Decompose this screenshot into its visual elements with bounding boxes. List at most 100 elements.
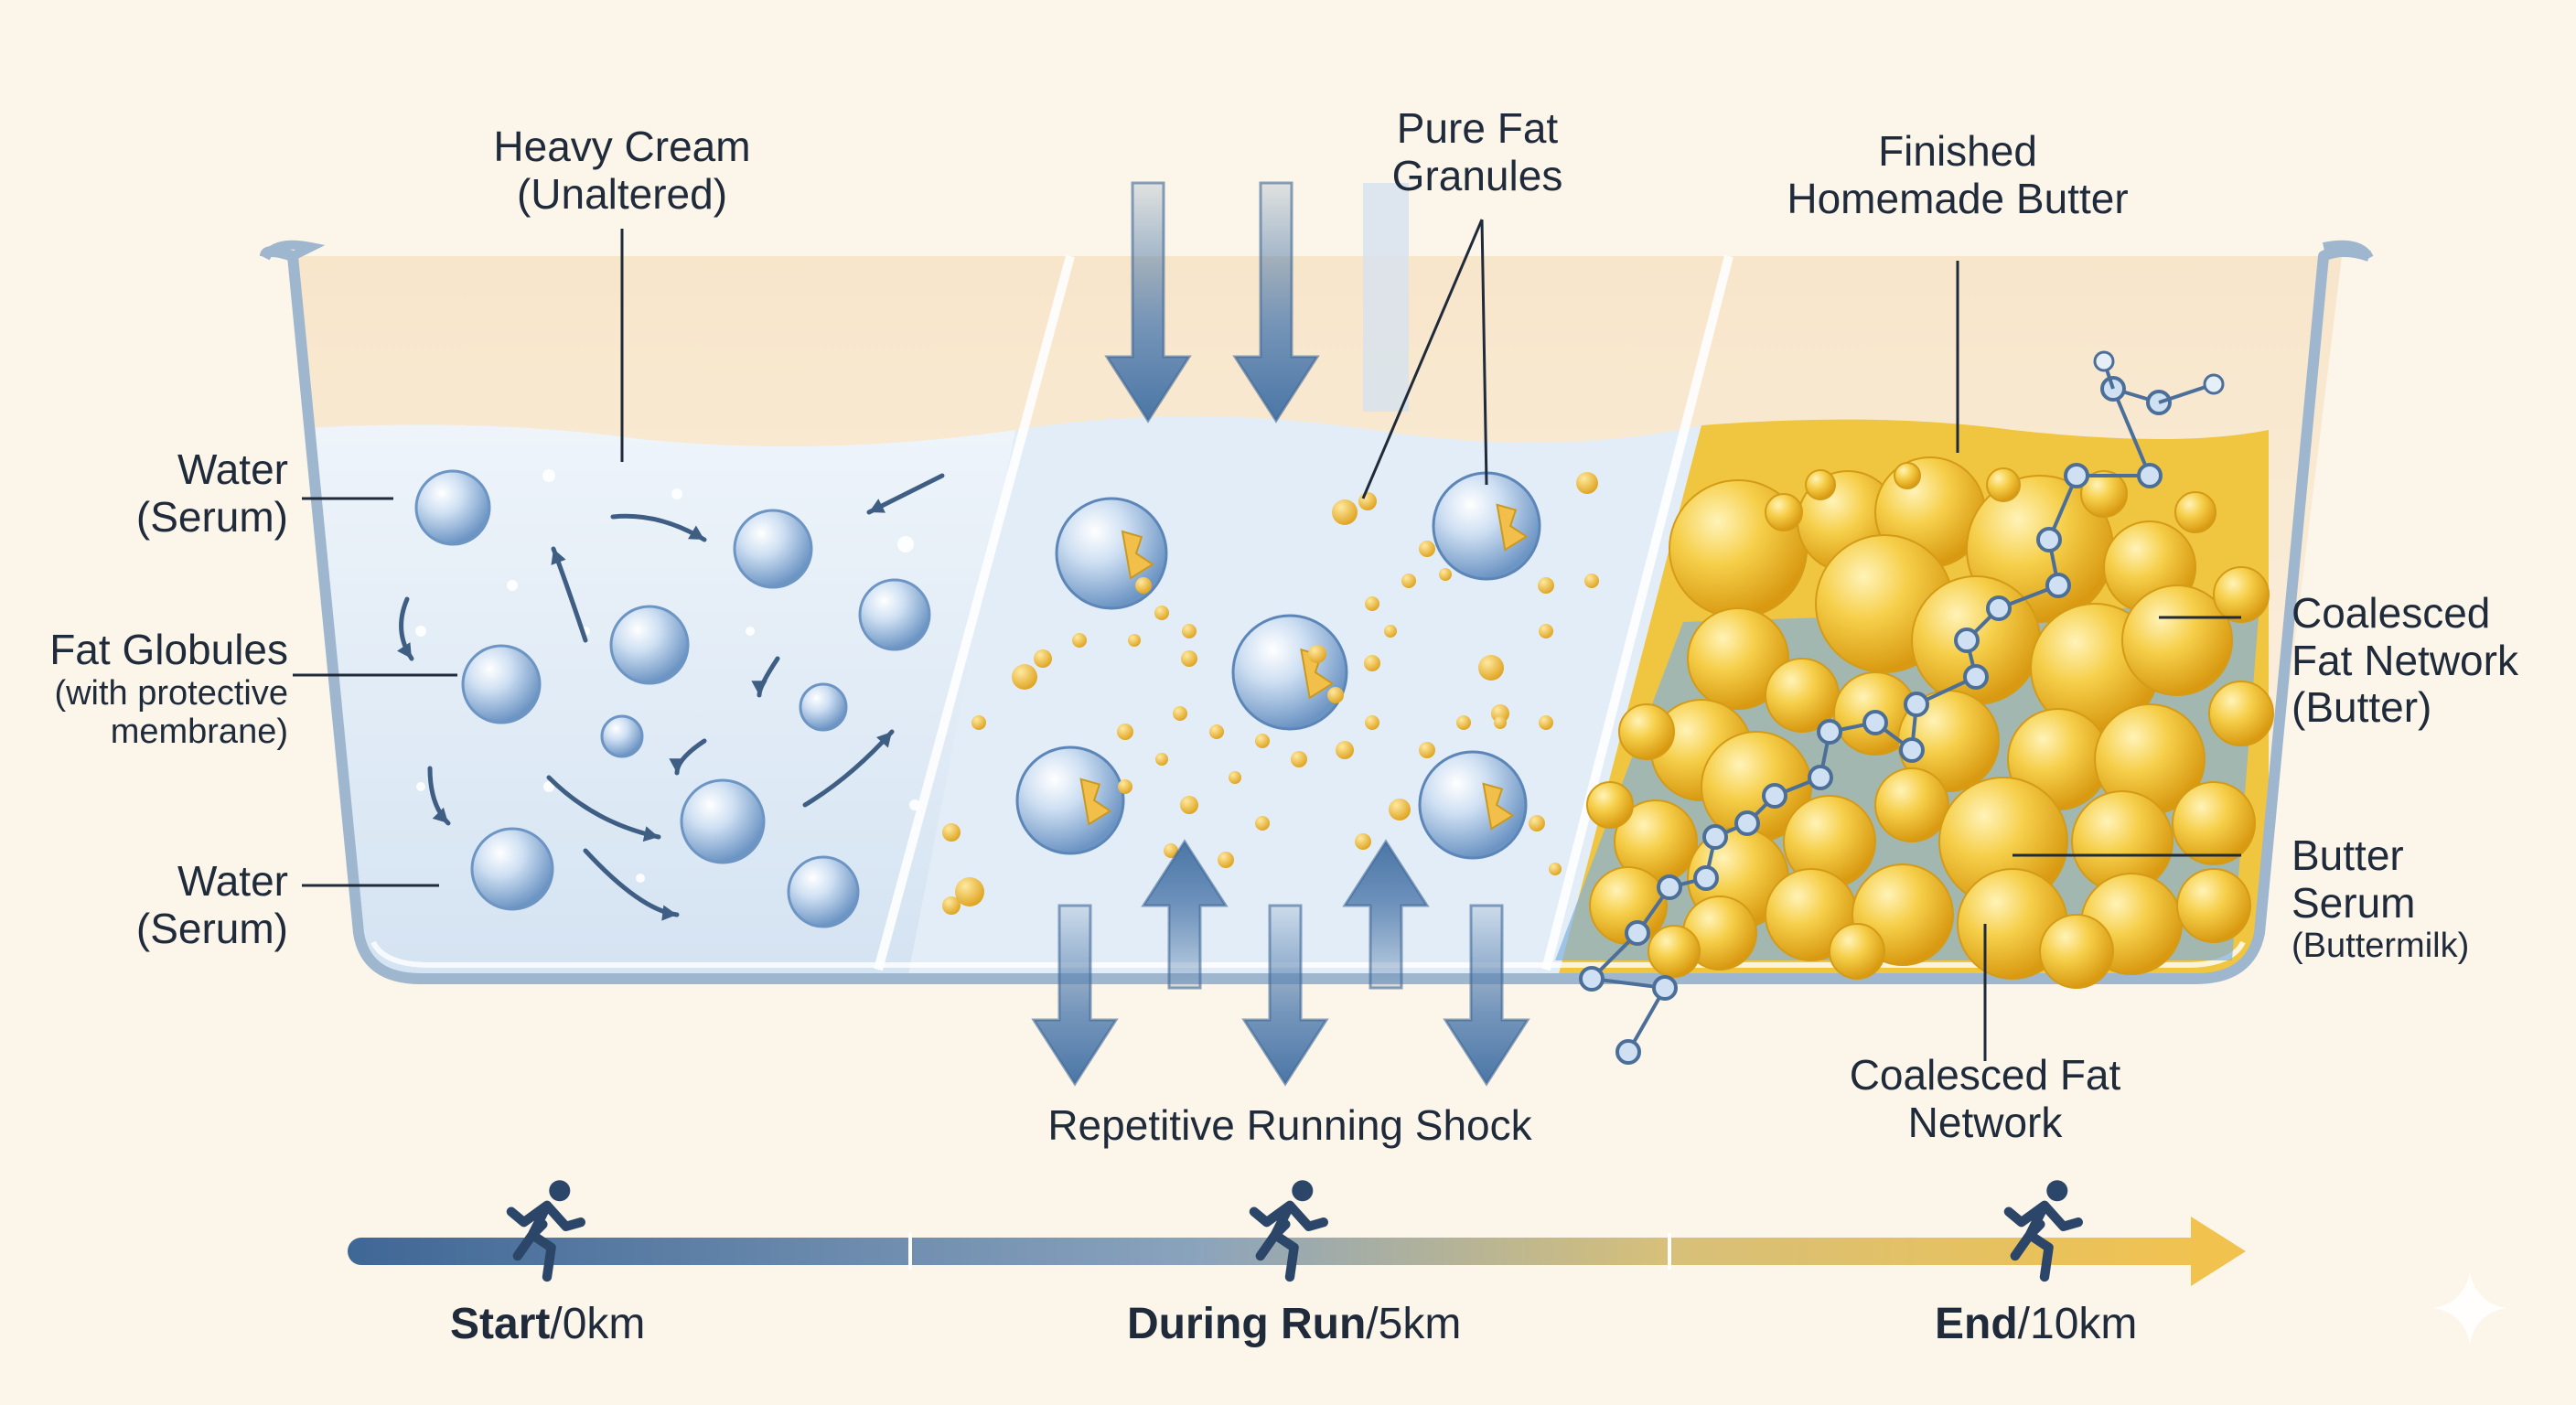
fat-granule <box>1491 704 1509 723</box>
fat-granule <box>1128 634 1141 647</box>
fat-globule <box>414 469 491 546</box>
water-droplet <box>636 874 645 883</box>
butter-globule <box>1618 703 1675 760</box>
leader-lines <box>293 219 2241 1061</box>
fat-leak <box>1121 530 1154 580</box>
swirl-arrow-head <box>661 905 677 921</box>
label-coalesced-right: Coalesced Fat Network (Butter) <box>2292 589 2518 732</box>
fat-globules-group <box>414 469 931 928</box>
shock-arrow-up <box>1141 839 1229 990</box>
network-node <box>1625 920 1650 946</box>
swirl-arrow-head <box>551 549 566 565</box>
butter-globule <box>1648 925 1701 978</box>
fat-granule <box>1539 624 1553 638</box>
network-node <box>1762 783 1787 809</box>
fat-granule <box>1229 771 1241 784</box>
fat-granule <box>1336 741 1354 759</box>
fat-granule <box>1327 687 1344 703</box>
fat-leak <box>1496 503 1529 552</box>
butter-globule <box>2213 566 2270 623</box>
fat-granule <box>955 877 984 906</box>
fat-granule <box>1308 645 1326 663</box>
sparkle-icon <box>2433 1271 2506 1345</box>
fat-granule <box>1072 633 1087 648</box>
fat-granule <box>942 896 961 915</box>
label-water-top: Water(Serum) <box>135 445 288 541</box>
swirl-arrow-head <box>688 525 704 540</box>
broken-globule <box>1432 471 1541 581</box>
butter-globule <box>2080 470 2128 518</box>
network-node <box>1954 627 1980 653</box>
network-node <box>1652 975 1678 1001</box>
fat-granule <box>1135 577 1152 594</box>
network-node <box>1817 719 1842 745</box>
network-node <box>2045 573 2071 598</box>
network-node <box>1579 966 1605 992</box>
fat-granule <box>1529 815 1545 831</box>
network-node <box>1693 865 1719 891</box>
shock-arrow-down <box>1443 904 1530 1087</box>
fat-globule <box>680 778 766 864</box>
fat-granule <box>1182 624 1197 638</box>
shock-arrows <box>1031 181 1530 1087</box>
broken-globule <box>1418 750 1528 860</box>
fat-globule <box>461 644 542 724</box>
network-node <box>2036 527 2062 552</box>
fat-granule <box>1209 724 1224 739</box>
fat-granule <box>1218 852 1234 868</box>
water-droplet <box>746 627 755 636</box>
network-node <box>1808 765 1833 790</box>
network-node <box>1986 595 2012 621</box>
timeline-start-label: Start/0km <box>450 1300 646 1348</box>
fat-granule <box>1456 715 1471 730</box>
label-fat-globules: Fat Globules (with protective membrane) <box>49 626 288 752</box>
fat-granule <box>1164 843 1178 858</box>
fat-granule <box>1012 664 1037 690</box>
timeline-arrowhead <box>2191 1217 2246 1286</box>
fat-granule <box>1576 472 1598 494</box>
fat-granule <box>1539 715 1553 730</box>
butter-globule <box>2172 781 2256 865</box>
timeline-middle-label: During Run/5km <box>1127 1300 1462 1348</box>
shock-arrow-down <box>1031 904 1119 1087</box>
butter-globule <box>2208 681 2274 746</box>
fat-granule <box>971 715 986 730</box>
butter-globule <box>2174 491 2216 533</box>
fat-leak <box>1079 778 1112 826</box>
network-node <box>1862 710 1888 735</box>
fat-granule <box>1255 734 1270 748</box>
fat-network-chain <box>1579 350 2225 1065</box>
cream-section <box>293 424 1043 979</box>
fat-granule <box>1117 724 1133 740</box>
water-droplet <box>897 536 914 552</box>
fat-granule <box>1155 753 1168 766</box>
fat-globule <box>600 714 644 758</box>
butter-globule <box>1586 781 1634 829</box>
fat-granule <box>1355 833 1371 850</box>
shock-beam <box>1363 183 1409 412</box>
network-node <box>1963 664 1989 690</box>
swirl-arrow-head <box>432 807 448 823</box>
fat-granule <box>1419 742 1435 758</box>
fat-granule <box>1181 650 1197 667</box>
butter-globule <box>1986 467 2021 502</box>
timeline-end-label: End/10km <box>1935 1300 2138 1348</box>
broken-globules-group <box>942 471 1599 915</box>
timeline <box>348 1180 2246 1286</box>
timeline-bar <box>348 1238 2223 1265</box>
butter-globule <box>2039 914 2114 989</box>
label-heavy-cream: Heavy Cream(Unaltered) <box>493 123 751 218</box>
butter-globule <box>1829 923 1885 980</box>
water-droplet <box>909 799 920 810</box>
fat-granule <box>1255 816 1270 831</box>
fat-granule <box>1118 779 1132 794</box>
fat-granule <box>1538 577 1554 594</box>
network-node <box>1734 810 1760 836</box>
runner-icon <box>1249 1180 1328 1282</box>
fat-granule <box>1389 799 1411 820</box>
label-butter-serum: Butter Serum (Buttermilk) <box>2292 831 2470 966</box>
network-node <box>1615 1039 1641 1065</box>
